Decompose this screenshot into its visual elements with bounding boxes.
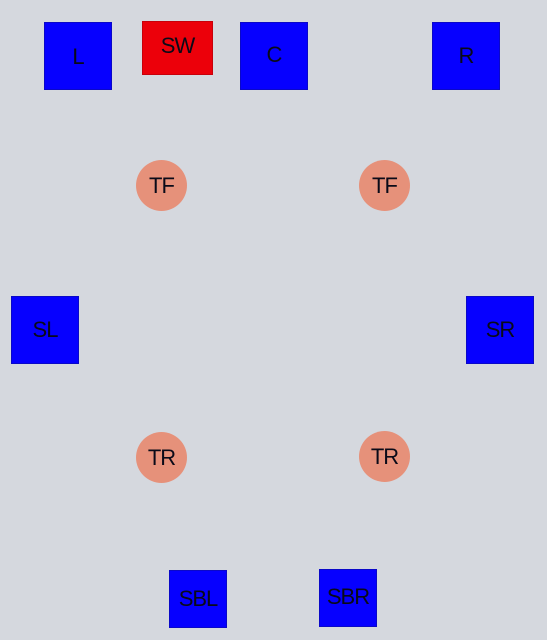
speaker-top-front-left-label: TF [149,172,175,198]
speaker-surround-left-label: SL [32,317,59,342]
speaker-surround-back-right-label: SBR [326,583,370,609]
speaker-surround-right-label: SR [485,317,516,342]
speaker-right-label: R [458,43,475,68]
speaker-left-label: L [72,44,84,69]
speaker-top-rear-left-label: TR [147,444,176,470]
speaker-center[interactable]: C [240,22,308,90]
speaker-top-rear-left[interactable]: TR [136,432,187,483]
speaker-subwoofer-label: SW [160,33,195,58]
speaker-top-front-right-label: TF [372,172,398,198]
speaker-subwoofer[interactable]: SW [142,21,213,75]
speaker-top-front-left[interactable]: TF [136,160,187,211]
speaker-left[interactable]: L [44,22,112,90]
speaker-right[interactable]: R [432,22,500,90]
speaker-top-front-right[interactable]: TF [359,160,410,211]
speaker-surround-right[interactable]: SR [466,296,534,364]
speaker-top-rear-right-label: TR [370,443,399,469]
speaker-center-label: C [266,42,283,67]
speaker-surround-left[interactable]: SL [11,296,79,364]
speaker-surround-back-right[interactable]: SBR [319,569,377,627]
speaker-surround-back-left[interactable]: SBL [169,570,227,628]
speaker-surround-back-left-label: SBL [178,586,219,611]
speaker-top-rear-right[interactable]: TR [359,431,410,482]
